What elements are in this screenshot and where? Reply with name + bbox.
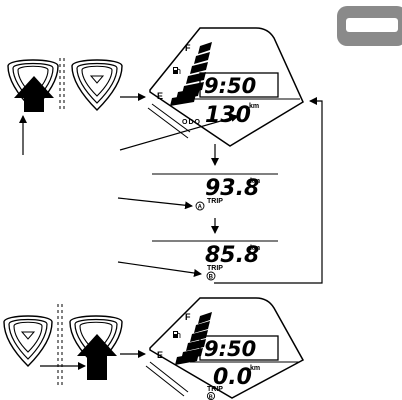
trip-a-readout: 93.8	[205, 176, 259, 201]
press-arrow-icon	[77, 334, 117, 380]
trip-a-label: TRIP	[207, 198, 223, 205]
clock-readout: 9:50	[204, 337, 256, 361]
top-lcd-display: F E 9:50 130 km ODO	[147, 27, 304, 147]
fuel-pump-icon	[173, 67, 181, 74]
trip-b-display: 85.8 km TRIP B	[152, 240, 278, 281]
press-arrow-icon	[14, 76, 54, 112]
trip-reset-unit: km	[250, 365, 260, 372]
trip-b-unit: km	[250, 245, 260, 252]
trip-b-readout: 85.8	[205, 243, 259, 268]
odometer-unit: km	[249, 103, 259, 110]
trip-reset-badge: B	[209, 394, 213, 400]
trip-a-display: 93.8 km TRIP A	[152, 173, 278, 211]
trip-a-badge: A	[198, 205, 203, 211]
odometer-readout: 130	[205, 103, 251, 128]
fuel-full-label: F	[185, 43, 191, 53]
trip-b-label: TRIP	[207, 265, 223, 272]
trip-reset-label: TRIP	[207, 386, 223, 393]
right-button-idle[interactable]	[71, 59, 123, 111]
left-button-idle[interactable]	[3, 315, 53, 367]
fuel-full-label: F	[185, 312, 191, 322]
trip-b-badge: B	[209, 275, 214, 281]
odo-label: ODO	[182, 119, 201, 126]
trip-reset-readout: 0.0	[213, 365, 252, 390]
trip-a-unit: km	[250, 178, 260, 185]
fuel-pump-icon	[173, 331, 181, 338]
right-button-pressed[interactable]	[69, 315, 123, 380]
left-button-pressed[interactable]	[7, 59, 59, 112]
fuel-empty-label: E	[157, 91, 163, 101]
clock-readout: 9:50	[204, 74, 256, 98]
fuel-empty-label: E	[157, 350, 163, 360]
bottom-lcd-display: F E 9:50 0.0 km TRIP B	[145, 297, 305, 400]
